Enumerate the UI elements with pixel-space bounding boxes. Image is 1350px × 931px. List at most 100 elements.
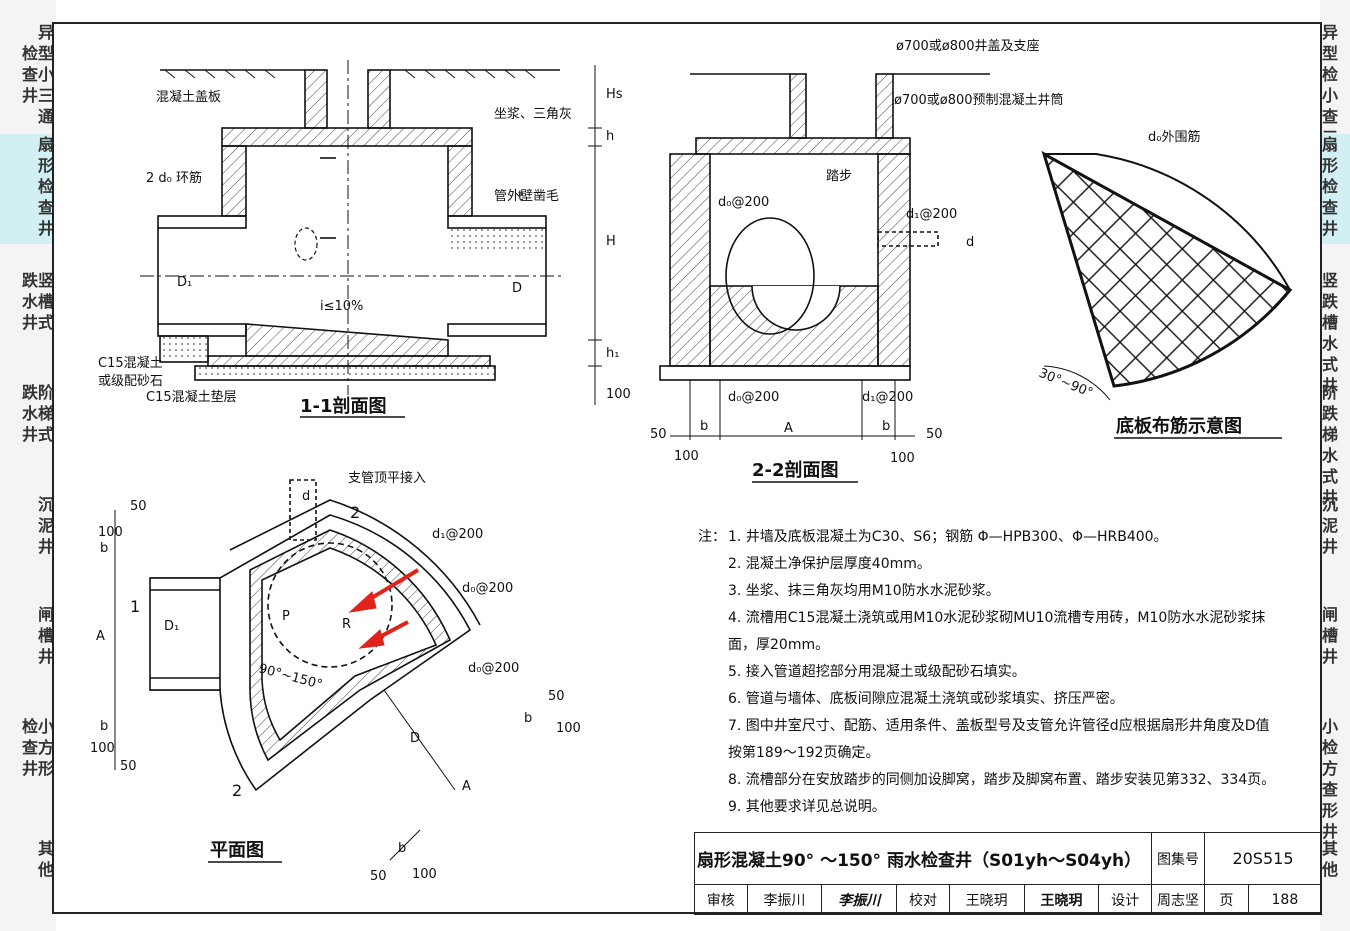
right-sidebar-item-8[interactable]: 其他 — [1322, 839, 1339, 879]
section-1-1-labels: 混凝土盖板 坐浆、三角灰 2 d₀ 环筋 管外壁凿毛 i≤10% C15混凝土 … — [98, 87, 631, 417]
label-pad: C15混凝土垫层 — [146, 389, 237, 405]
label-d: d — [302, 489, 310, 504]
label-t: t — [518, 189, 523, 204]
label-cover-seat: ø700或ø800井盖及支座 — [896, 39, 1040, 54]
label-c15a: C15混凝土 — [98, 355, 163, 371]
label-section-2-top: 2 — [350, 503, 360, 522]
label-mortar: 坐浆、三角灰 — [494, 107, 572, 122]
label-section-1: 1 — [130, 597, 140, 616]
section-2-2-labels: ø700或ø800井盖及支座 ø700或ø800预制混凝土井筒 踏步 d₀@20… — [650, 39, 1064, 481]
sidebar-item-3[interactable]: 跌竖水槽井式 — [21, 271, 54, 332]
label-d0-200b: d₀@200 — [468, 661, 519, 676]
designer-name: 周志坚 — [1150, 884, 1205, 915]
atlas-number: 20S515 — [1203, 832, 1323, 885]
section-1-1 — [140, 60, 602, 405]
sidebar-item-8[interactable]: 其他 — [37, 839, 54, 879]
dim-100-bottom2: 100 — [412, 867, 437, 882]
right-sidebar-item-3[interactable]: 竖跌槽水式井 — [1322, 271, 1339, 395]
label-R: R — [342, 617, 351, 632]
plan-title: 平面图 — [210, 840, 264, 861]
drawing-title: 扇形混凝土90° ～150° 雨水检查井（S01yh～S04yh） — [694, 832, 1152, 885]
sidebar-item-6[interactable]: 闸槽井 — [37, 605, 54, 666]
label-D1: D₁ — [164, 619, 179, 634]
note-8: 8. 流槽部分在安放踏步的同侧加设脚窝，踏步及脚窝布置、踏步安装见第332、33… — [728, 772, 1276, 788]
label-c15b: 或级配砂石 — [98, 374, 163, 389]
section-2-2-title: 2-2剖面图 — [752, 459, 839, 481]
checker-name: 王晓玥 — [948, 884, 1025, 915]
dim-50-right: 50 — [548, 689, 565, 704]
sidebar-item-5[interactable]: 沉泥井 — [37, 495, 54, 556]
dim-b-left: b — [700, 419, 708, 434]
right-sidebar-item-4[interactable]: 阶跌梯水式井 — [1322, 383, 1339, 507]
label-section-2-bottom: 2 — [232, 781, 242, 800]
red-arrows — [348, 568, 420, 649]
dim-100-right: 100 — [556, 721, 581, 736]
right-sidebar-item-5[interactable]: 沉泥井 — [1322, 495, 1339, 556]
sidebar-item-2[interactable]: 扇形检查井 — [0, 134, 54, 244]
base-rebar-title: 底板布筋示意图 — [1116, 415, 1242, 437]
dim-b-bottom2: b — [398, 841, 406, 856]
dim-100-top: 100 — [98, 525, 123, 540]
notes-prefix: 注： — [698, 529, 726, 545]
note-4: 4. 流槽用C15混凝土浇筑或用M10水泥砂浆砌MU10流槽专用砖，M10防水水… — [728, 610, 1266, 626]
label-cover: 混凝土盖板 — [156, 89, 221, 105]
dim-100-left: 100 — [674, 449, 699, 464]
plan-view — [114, 479, 481, 861]
label-d1-200: d₁@200 — [432, 527, 483, 542]
sidebar-item-1[interactable]: 异检型查小井三通 — [21, 23, 54, 126]
label-d0-200a: d₀@200 — [462, 581, 513, 596]
dim-b-right: b — [882, 419, 890, 434]
right-sidebar-item-7[interactable]: 小检方查形井 — [1322, 717, 1339, 841]
right-sidebar-item-2[interactable]: 扇形检查井 — [1322, 134, 1350, 244]
title-block: 扇形混凝土90° ～150° 雨水检查井（S01yh～S04yh） 图集号 20… — [694, 832, 1323, 915]
note-6: 6. 管道与墙体、底板间隙应混凝土浇筑或砂浆填实、挤压严密。 — [728, 691, 1124, 707]
note-4b: 面，厚20mm。 — [728, 637, 830, 653]
dim-A: A — [784, 421, 793, 436]
base-rebar-diagram — [1041, 150, 1293, 401]
note-2: 2. 混凝土净保护层厚度40mm。 — [728, 556, 931, 572]
check-label: 校对 — [896, 884, 950, 915]
note-5: 5. 接入管道超挖部分用混凝土或级配砂石填实。 — [728, 664, 1026, 680]
label-d1: D₁ — [177, 275, 192, 290]
section-1-1-title: 1-1剖面图 — [300, 395, 387, 417]
label-P: P — [282, 609, 290, 624]
right-sidebar-item-6[interactable]: 闸槽井 — [1322, 605, 1339, 666]
label-h1: h₁ — [606, 346, 619, 361]
label-outer-rebar: d₀外围筋 — [1148, 129, 1200, 145]
label-step: 踏步 — [826, 169, 852, 184]
label-shaft: ø700或ø800预制混凝土井筒 — [894, 92, 1064, 108]
dim-b-top: b — [100, 541, 108, 556]
sidebar-item-7[interactable]: 检小查方井形 — [21, 717, 54, 778]
left-sidebar: 异检型查小井三通 扇形检查井 跌竖水槽井式 跌阶水梯井式 沉泥井 闸槽井 检小查… — [0, 0, 56, 931]
plan-labels: 支管顶平接入 d d₁@200 d₀@200 d₀@200 90°~150° D… — [90, 470, 581, 884]
label-branch: 支管顶平接入 — [348, 470, 426, 486]
dim-50-top: 50 — [130, 499, 147, 514]
label-A-bottom: A — [462, 779, 471, 794]
label-d: D — [512, 281, 522, 296]
dim-50-left: 50 — [650, 427, 667, 442]
dim-50-bottom: 50 — [120, 759, 137, 774]
dim-50-bottom2: 50 — [370, 869, 387, 884]
note-1: 1. 井墙及底板混凝土为C30、S6；钢筋 Φ—HPB300、Φ—HRB400。 — [728, 529, 1168, 545]
dim-100-bottom: 100 — [90, 741, 115, 756]
reviewer-name: 李振川 — [746, 884, 823, 915]
note-9: 9. 其他要求详见总说明。 — [728, 799, 886, 815]
label-A-left: A — [96, 629, 105, 644]
sidebar-item-4[interactable]: 跌阶水梯井式 — [21, 383, 54, 444]
label-h: h — [606, 129, 614, 144]
dim-100-right: 100 — [890, 451, 915, 466]
section-2-2 — [659, 73, 990, 440]
label-hs: Hs — [606, 87, 623, 102]
dim-b-bottom: b — [100, 719, 108, 734]
label-ring: 2 d₀ 环筋 — [146, 170, 202, 186]
page-number: 188 — [1247, 884, 1323, 915]
atlas-label: 图集号 — [1150, 832, 1205, 885]
review-label: 审核 — [694, 884, 748, 915]
label-slope: i≤10% — [320, 299, 363, 314]
label-angle: 30°~90° — [1037, 366, 1095, 401]
label-chisel: 管外壁凿毛 — [494, 189, 559, 204]
reviewer-signature: 李振川 — [821, 884, 898, 915]
dim-50-right: 50 — [926, 427, 943, 442]
note-3: 3. 坐浆、抹三角灰均用M10防水水泥砂浆。 — [728, 583, 1000, 599]
